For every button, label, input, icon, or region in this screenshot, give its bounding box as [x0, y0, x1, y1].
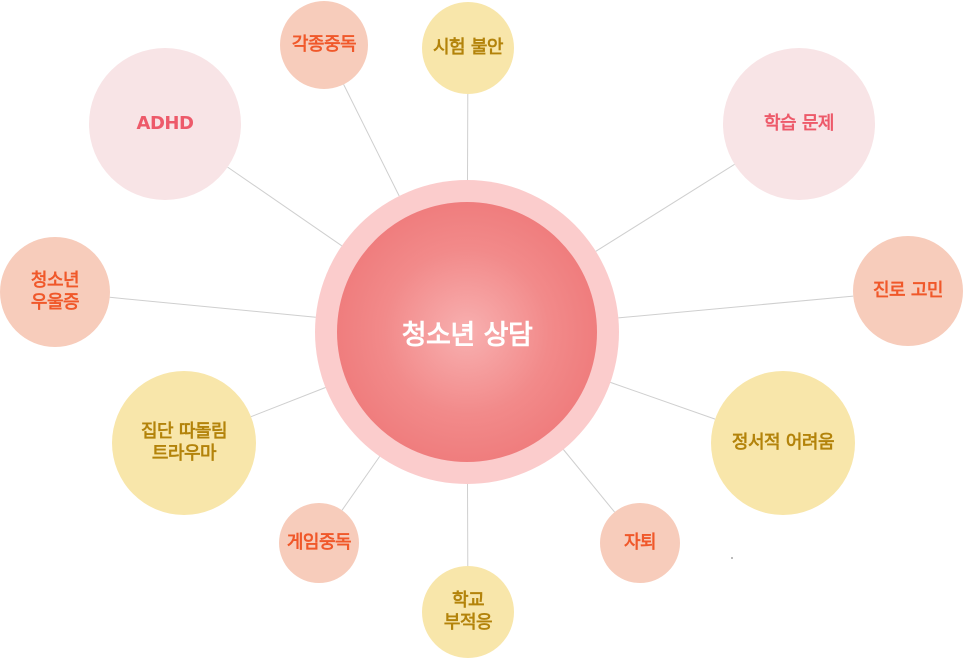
node-depression-label: 청소년 우울증: [30, 269, 80, 314]
node-adhd: ADHD: [89, 48, 241, 200]
center-label: 청소년 상담: [401, 319, 533, 351]
connector-adhd: [227, 166, 343, 247]
connector-dropout: [563, 449, 615, 513]
node-dropout-label: 자퇴: [623, 531, 657, 553]
node-game: 게임중독: [279, 503, 359, 583]
node-study-problem: 학습 문제: [723, 48, 875, 200]
node-addiction-label: 각종중독: [291, 33, 357, 55]
connector-emotional: [610, 381, 716, 420]
node-adhd-label: ADHD: [136, 112, 194, 134]
node-emotional: 정서적 어려움: [711, 371, 855, 515]
node-dropout: 자퇴: [600, 503, 680, 583]
connector-bullying: [250, 387, 326, 418]
node-exam-anxiety: 시험 불안: [422, 2, 514, 94]
node-game-label: 게임중독: [286, 531, 352, 553]
node-exam-anxiety-label: 시험 불안: [432, 36, 504, 58]
connector-depression: [109, 296, 316, 318]
node-emotional-label: 정서적 어려움: [731, 431, 835, 453]
node-addiction: 각종중독: [280, 1, 368, 89]
connector-study-problem: [595, 163, 735, 252]
node-career: 진로 고민: [853, 236, 963, 346]
node-depression: 청소년 우울증: [0, 237, 110, 347]
node-bullying: 집단 따돌림 트라우마: [112, 371, 256, 515]
connector-game: [341, 456, 381, 511]
stray-dot: [731, 557, 733, 559]
node-bullying-label: 집단 따돌림 트라우마: [140, 420, 228, 465]
connector-career: [618, 295, 854, 319]
node-study-problem-label: 학습 문제: [763, 112, 835, 134]
center-circle: 청소년 상담: [337, 202, 597, 462]
node-school-adjust: 학교 부적응: [422, 566, 514, 658]
node-career-label: 진로 고민: [872, 279, 944, 301]
node-school-adjust-label: 학교 부적응: [443, 589, 493, 634]
connector-addiction: [343, 84, 400, 197]
